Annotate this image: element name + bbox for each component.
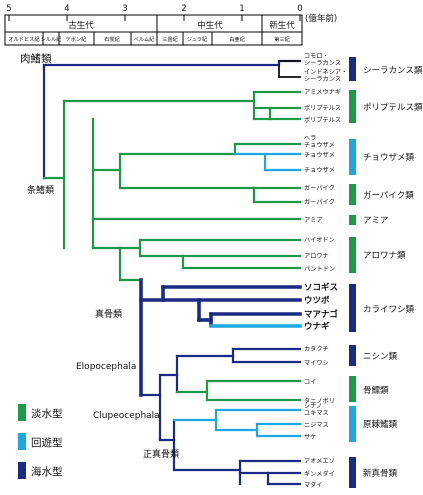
period-permian: ペルム紀 bbox=[134, 35, 155, 43]
legend: 淡水型 回遊型 海水型 bbox=[18, 404, 63, 479]
group-bowfin: アミア bbox=[363, 216, 388, 226]
tree-branches bbox=[42, 59, 302, 486]
taxon-coelacanth-1a: コモロ・ bbox=[304, 53, 329, 60]
group-neoteleost: 新真骨類 bbox=[363, 468, 398, 479]
taxon-ostario-2: タニノボリ bbox=[304, 397, 335, 405]
group-coelacanth: シーラカンス類 bbox=[363, 65, 423, 76]
bar-gar bbox=[349, 184, 356, 205]
taxon-proto-1a: シナノ bbox=[304, 403, 322, 410]
taxon-ostario-1: コイ bbox=[304, 379, 316, 386]
bar-eel bbox=[349, 284, 356, 332]
bar-osteoglossum bbox=[349, 237, 356, 273]
tick-1: 1 bbox=[239, 4, 244, 14]
taxon-eel-4: ウナギ bbox=[304, 321, 330, 332]
taxon-neo-1: アオメエソ bbox=[304, 458, 335, 465]
bichir-pair bbox=[252, 106, 302, 121]
legend-swatch-freshwater bbox=[18, 404, 26, 421]
taxon-eel-2: ウツボ bbox=[304, 295, 330, 306]
taxon-sturgeon-2: チョウザメ bbox=[304, 151, 335, 159]
legend-migratory: 回遊型 bbox=[31, 436, 63, 449]
legend-swatch-marine bbox=[18, 462, 26, 479]
tick-5: 5 bbox=[6, 4, 11, 14]
era-mesozoic: 中生代 bbox=[197, 20, 223, 31]
taxon-sturgeon-1a: ヘラ bbox=[304, 135, 316, 142]
time-axis-lines bbox=[4, 14, 303, 46]
taxon-gar-2: ガーパイク bbox=[304, 198, 335, 206]
node-clupeocephala: Clupeocephala bbox=[93, 411, 160, 421]
period-carboniferous: 石炭紀 bbox=[104, 35, 120, 43]
group-gar: ガーパイク類 bbox=[363, 190, 414, 201]
time-unit-label: (億年前) bbox=[305, 13, 337, 24]
taxon-eel-3: マアナゴ bbox=[304, 309, 338, 320]
period-devonian: デボン紀 bbox=[66, 35, 87, 43]
group-protacanth: 原棘鰭類 bbox=[363, 419, 398, 430]
bar-bowfin bbox=[349, 215, 356, 225]
era-cenozoic: 新生代 bbox=[269, 20, 295, 31]
taxon-proto-1b: ユキマス bbox=[304, 410, 329, 417]
taxon-bichir-1: アミメウナギ bbox=[304, 88, 341, 96]
root-branch bbox=[42, 59, 302, 71]
tick-4: 4 bbox=[64, 4, 69, 14]
taxon-eel-1: ソコギス bbox=[304, 282, 338, 293]
taxon-osteo-1: ハイオドン bbox=[304, 237, 335, 244]
legend-freshwater: 淡水型 bbox=[31, 407, 63, 420]
group-bichir: ポリプテルス類 bbox=[363, 102, 423, 113]
node-euteleostei: 正真骨類 bbox=[143, 448, 179, 460]
group-labels: シーラカンス類 ポリプテルス類 チョウザメ類 ガーパイク類 アミア アロワナ類 … bbox=[363, 65, 423, 479]
taxa-labels: コモロ・ シーラカンス インドネシア・ シーラカンス アミメウナギ ポリプテルス… bbox=[304, 53, 347, 489]
group-osteoglossum: アロワナ類 bbox=[363, 250, 406, 261]
taxon-sturgeon-1b: チョウザメ bbox=[304, 141, 335, 149]
taxon-osteo-3: パントドン bbox=[304, 266, 335, 273]
sturgeon-leaf-3 bbox=[263, 152, 302, 172]
node-elopocephala: Elopocephala bbox=[76, 362, 136, 372]
tick-2: 2 bbox=[181, 4, 186, 14]
node-labels: 肉鰭類 条鰭類 真骨類 Elopocephala Clupeocephala 正… bbox=[20, 52, 179, 460]
group-eel: カライワシ類 bbox=[363, 304, 415, 315]
taxon-herring-1: カタクチ bbox=[304, 345, 329, 353]
bar-sturgeon bbox=[349, 139, 356, 175]
gar-leaf-2 bbox=[252, 186, 302, 204]
period-cretaceous: 白亜紀 bbox=[229, 35, 245, 43]
group-herring: ニシン類 bbox=[363, 351, 398, 362]
taxon-gar-1: ガーパイク bbox=[304, 184, 335, 192]
taxon-coelacanth-1b: シーラカンス bbox=[304, 60, 341, 67]
bar-ostariophysi bbox=[349, 376, 356, 402]
bar-coelacanth bbox=[349, 57, 356, 81]
tick-3: 3 bbox=[122, 4, 127, 14]
timeline: 5 4 3 2 1 0 (億年前) 古生代 bbox=[4, 4, 337, 46]
tick-0: 0 bbox=[297, 4, 302, 14]
group-ostariophysi: 骨鰾類 bbox=[363, 385, 389, 396]
bar-bichir bbox=[349, 90, 356, 123]
taxon-coelacanth-2b: シーラカンス bbox=[304, 76, 341, 83]
node-sarcopterygii: 肉鰭類 bbox=[20, 52, 52, 65]
bar-protacanth bbox=[349, 406, 356, 442]
legend-marine: 海水型 bbox=[31, 465, 63, 478]
period-tertiary: 第三紀 bbox=[274, 35, 290, 43]
bar-neoteleost bbox=[349, 457, 356, 488]
node-teleostei: 真骨類 bbox=[95, 308, 122, 320]
era-paleozoic: 古生代 bbox=[68, 20, 94, 31]
taxon-proto-2: ニジマス bbox=[304, 422, 329, 429]
bar-herring bbox=[349, 345, 356, 366]
taxon-bowfin: アミア bbox=[304, 217, 322, 224]
taxon-herring-2: マイワシ bbox=[304, 360, 329, 367]
taxon-neo-3: マダイ bbox=[304, 481, 323, 489]
taxon-proto-3: サケ bbox=[304, 434, 316, 441]
period-jurassic: ジュラ紀 bbox=[187, 35, 207, 43]
taxon-neo-2: ギンメダイ bbox=[304, 470, 335, 478]
node-actinopterygii: 条鰭類 bbox=[27, 184, 54, 196]
taxon-osteo-2: アロワナ bbox=[304, 253, 329, 260]
period-triassic: 三畳紀 bbox=[162, 35, 178, 43]
group-bars bbox=[349, 57, 356, 488]
taxon-sturgeon-3: チョウザメ bbox=[304, 166, 335, 174]
period-silurian: シルル紀 bbox=[41, 35, 62, 43]
group-sturgeon: チョウザメ類 bbox=[363, 152, 415, 163]
period-ordovician: オルドビス紀 bbox=[8, 35, 39, 43]
taxon-bichir-3: ポリプテルス bbox=[304, 116, 341, 124]
taxon-bichir-2: ポリプテルス bbox=[304, 104, 341, 112]
taxon-coelacanth-2a: インドネシア・ bbox=[304, 69, 347, 76]
legend-swatch-migratory bbox=[18, 433, 26, 450]
time-scale-ticks: 5 4 3 2 1 0 (億年前) bbox=[6, 4, 337, 24]
